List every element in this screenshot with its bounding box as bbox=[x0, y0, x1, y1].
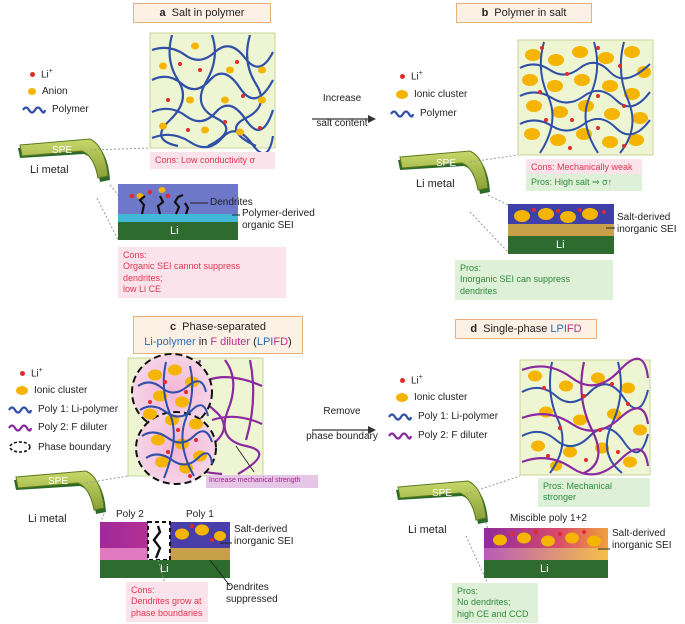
panel-a-electrode bbox=[118, 184, 238, 240]
li-electrode-label-d: Li bbox=[540, 563, 549, 575]
ionic-cluster-icon bbox=[396, 393, 408, 402]
li-polymer-chain-icon bbox=[388, 412, 412, 421]
legend-a-li: Li+ bbox=[30, 68, 53, 80]
legend-d-poly2: Poly 2: F diluter bbox=[388, 430, 487, 441]
spe-label-d: SPE bbox=[432, 488, 453, 499]
li-metal-label-c: Li metal bbox=[28, 513, 67, 525]
legend-c-li: Li+ bbox=[20, 367, 43, 379]
dendrites-label-a: Dendrites bbox=[210, 197, 253, 208]
li-metal-label-a: Li metal bbox=[30, 164, 69, 176]
legend-d-cluster: Ionic cluster bbox=[396, 392, 467, 403]
d-pros-dendrites: Pros:No dendrites;high CE and CCD bbox=[452, 583, 538, 623]
legend-c-poly1: Poly 1: Li-polymer bbox=[8, 404, 118, 415]
panel-c-matrix bbox=[127, 353, 264, 485]
panel-d-spe-slab bbox=[396, 480, 488, 524]
legend-b-polymer: Polymer bbox=[390, 108, 457, 119]
li-metal-label-d: Li metal bbox=[408, 524, 447, 536]
b-pros-salt: Pros: High salt ⇒ σ↑ bbox=[526, 174, 642, 192]
phase-boundary-icon bbox=[9, 441, 31, 453]
legend-a-anion: Anion bbox=[28, 86, 68, 97]
b-cons-weak: Cons: Mechanically weak bbox=[526, 159, 642, 177]
li-ion-icon bbox=[30, 71, 35, 77]
panel-a-polymer-matrix bbox=[149, 32, 276, 155]
f-diluter-chain-icon bbox=[8, 423, 32, 432]
spe-label-a: SPE bbox=[52, 145, 73, 156]
li-ion-icon bbox=[400, 73, 405, 79]
li-metal-label-b: Li metal bbox=[416, 178, 455, 190]
legend-c-poly2: Poly 2: F diluter bbox=[8, 422, 107, 433]
a-cons-sei: Cons:Organic SEI cannot suppress dendrit… bbox=[118, 247, 286, 298]
b-pros-sei: Pros:Inorganic SEI can suppress dendrite… bbox=[455, 260, 613, 300]
panel-b-spe-slab bbox=[398, 150, 490, 194]
panel-d-matrix bbox=[519, 357, 651, 476]
c-strength-note: Increase mechanical strength bbox=[206, 475, 318, 488]
panel-b-polymer-matrix bbox=[517, 39, 654, 156]
a-cons-conductivity: Cons: Low conductivity σ bbox=[150, 152, 275, 170]
spe-label-b: SPE bbox=[436, 158, 457, 169]
panel-b-electrode bbox=[508, 204, 614, 254]
spe-label-c: SPE bbox=[48, 476, 69, 487]
li-electrode-label-b: Li bbox=[556, 239, 565, 251]
anion-icon bbox=[28, 88, 36, 95]
miscible-label: Miscible poly 1+2 bbox=[510, 513, 587, 524]
legend-d-li: Li+ bbox=[400, 374, 423, 386]
legend-b-li: Li+ bbox=[400, 70, 423, 82]
legend-b-cluster: Ionic cluster bbox=[396, 89, 467, 100]
strength-pointer bbox=[235, 445, 255, 473]
legend-a-polymer: Polymer bbox=[22, 104, 89, 115]
f-diluter-chain-icon bbox=[388, 431, 412, 440]
ionic-cluster-icon bbox=[16, 386, 28, 395]
polymer-chain-icon bbox=[390, 109, 414, 118]
poly2-label-c: Poly 2 bbox=[116, 509, 144, 520]
poly1-label-c: Poly 1 bbox=[186, 509, 214, 520]
li-electrode-label-c: Li bbox=[160, 563, 169, 575]
panel-c-electrode bbox=[100, 521, 230, 578]
li-ion-icon bbox=[400, 377, 405, 383]
ionic-cluster-icon bbox=[396, 90, 408, 99]
d-pros-mech: Pros: Mechanical stronger bbox=[538, 478, 650, 507]
legend-c-cluster: Ionic cluster bbox=[16, 385, 87, 396]
legend-d-poly1: Poly 1: Li-polymer bbox=[388, 411, 498, 422]
panel-d-electrode bbox=[484, 528, 608, 578]
li-ion-icon bbox=[20, 370, 25, 376]
panel-c-spe-slab bbox=[14, 470, 106, 514]
li-polymer-chain-icon bbox=[8, 405, 32, 414]
panel-a-spe-slab bbox=[18, 138, 110, 182]
legend-c-boundary: Phase boundary bbox=[8, 441, 111, 453]
polymer-chain-icon bbox=[22, 105, 46, 114]
li-electrode-label-a: Li bbox=[170, 225, 179, 237]
